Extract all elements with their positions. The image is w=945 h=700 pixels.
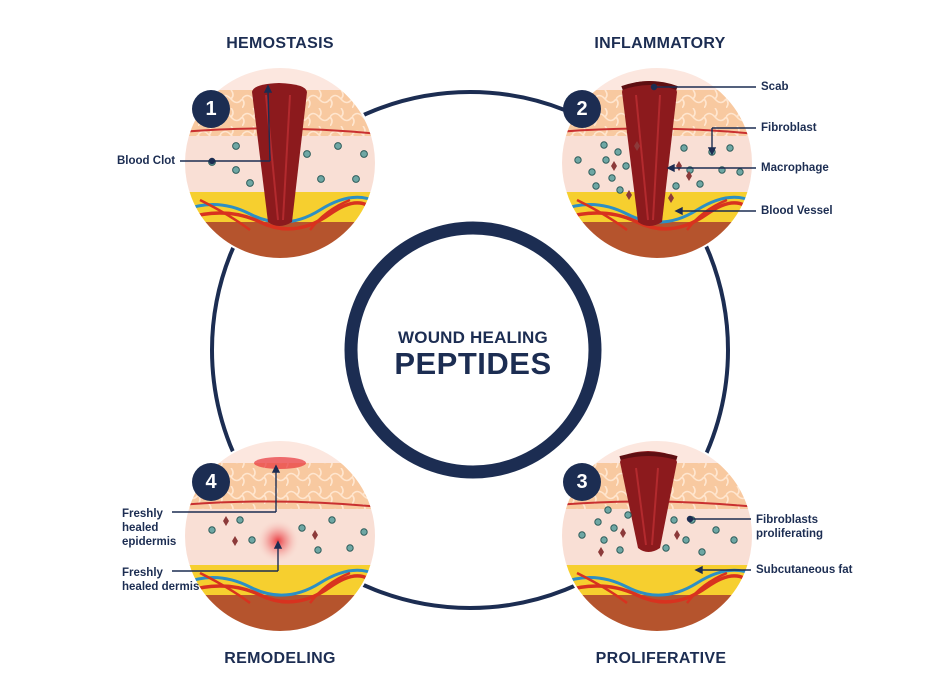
label-blood-vessel: Blood Vessel [761, 205, 833, 217]
panel-hemostasis [184, 67, 376, 259]
stage-number-badge-4: 4 [192, 463, 230, 501]
stage-number-badge-1: 1 [192, 90, 230, 128]
stage-number-badge-3: 3 [563, 463, 601, 501]
panel-proliferative [561, 440, 753, 632]
leader-lines [172, 83, 756, 575]
stage-title-remodeling: REMODELING [224, 650, 336, 667]
label-fibroblast: Fibroblast [761, 122, 817, 134]
label-blood-clot: Blood Clot [117, 155, 176, 167]
label-freshly-healed-epidermis: Freshly healed epidermis [122, 508, 177, 548]
stage-title-hemostasis: HEMOSTASIS [226, 35, 334, 52]
stage-number-badge-2: 2 [563, 90, 601, 128]
panel-remodeling [184, 440, 376, 632]
center-title: WOUND HEALING [398, 328, 548, 347]
center-subtitle: PEPTIDES [394, 346, 552, 381]
label-freshly-healed-dermis: Freshly healed dermis [122, 567, 200, 593]
label-subcutaneous-fat: Subcutaneous fat [756, 564, 853, 576]
cycle-ring [210, 90, 730, 610]
label-macrophage: Macrophage [761, 162, 829, 174]
stage-title-inflammatory: INFLAMMATORY [594, 35, 726, 52]
label-fibroblasts-proliferating: Fibroblasts proliferating [756, 514, 824, 540]
center-ring [344, 221, 602, 479]
stage-title-proliferative: PROLIFERATIVE [595, 650, 727, 667]
label-scab: Scab [761, 81, 789, 93]
